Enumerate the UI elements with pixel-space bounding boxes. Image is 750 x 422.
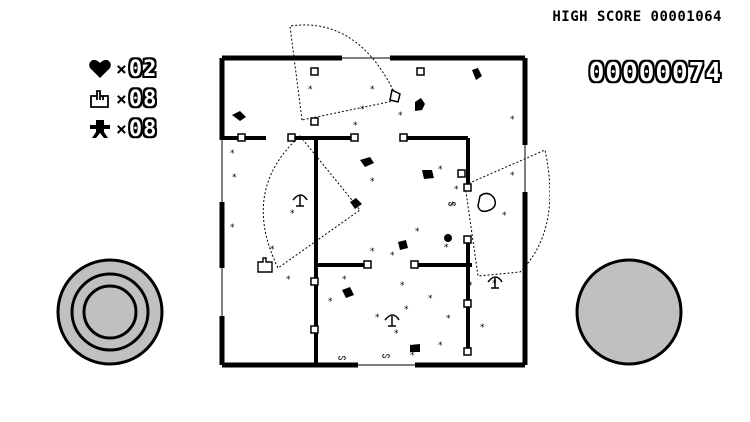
ammo-counter: × 08: [88, 86, 157, 112]
hand-icon: [90, 90, 109, 108]
svg-text:ᔕ: ᔕ: [338, 353, 346, 363]
wall-posts: [237, 67, 472, 356]
joystick[interactable]: [56, 258, 164, 366]
fire-button-icon[interactable]: [575, 258, 683, 366]
vision-cone: [289, 24, 399, 121]
svg-text:*: *: [230, 223, 235, 233]
outer-doorways: [221, 57, 526, 366]
svg-text:*: *: [232, 173, 237, 183]
svg-text:*: *: [502, 211, 507, 221]
multiply-sign: ×: [116, 58, 127, 80]
svg-text:*: *: [444, 243, 449, 253]
enemies-value: 08: [128, 116, 158, 142]
barrel-icon: [444, 234, 452, 242]
svg-text:*: *: [450, 201, 455, 211]
guard-icon: [472, 68, 482, 80]
player-icon: [477, 192, 497, 213]
svg-text:*: *: [404, 305, 409, 315]
high-score-label: HIGH SCORE 00001064: [552, 9, 722, 25]
lives-value: 02: [128, 56, 158, 82]
svg-text:*: *: [394, 329, 399, 339]
svg-text:*: *: [446, 314, 451, 324]
vision-cone: [464, 149, 550, 277]
svg-text:*: *: [468, 281, 473, 291]
ammo-value: 08: [128, 86, 158, 112]
svg-text:*: *: [342, 275, 347, 285]
floor-markings: *** *** *** *** *** *** *** *** *** *** …: [230, 85, 515, 363]
svg-text:*: *: [428, 294, 433, 304]
svg-text:*: *: [286, 275, 291, 285]
guard-icon: [342, 287, 354, 298]
svg-text:*: *: [438, 165, 443, 175]
player: [389, 88, 497, 213]
radar-dishes: [292, 194, 503, 327]
heart-icon: [89, 59, 111, 78]
svg-text:*: *: [400, 281, 405, 291]
guard-icon: [398, 240, 408, 250]
joystick-knob[interactable]: [82, 284, 138, 340]
svg-text:*: *: [308, 85, 313, 95]
guard-icon: [415, 98, 425, 111]
svg-text:*: *: [370, 85, 375, 95]
svg-text:*: *: [230, 149, 235, 159]
ammo-pickup: [257, 257, 273, 273]
hand-icon: [257, 257, 273, 273]
svg-text:*: *: [390, 251, 395, 261]
guard-icon: [360, 157, 374, 167]
multiply-sign: ×: [116, 88, 127, 110]
guards: [232, 68, 482, 352]
score-counter: 00000074: [588, 58, 722, 88]
guard-icon: [350, 198, 362, 209]
svg-text:*: *: [454, 185, 459, 195]
vision-cones: [262, 24, 550, 277]
svg-text:ᔕ: ᔕ: [448, 199, 456, 209]
svg-text:*: *: [375, 313, 380, 323]
svg-text:*: *: [480, 323, 485, 333]
radar-dish-icon: [384, 314, 400, 327]
svg-text:*: *: [270, 245, 275, 255]
enemy-icon: [90, 120, 110, 138]
svg-text:ᔕ: ᔕ: [382, 351, 390, 361]
player-icon: [389, 88, 401, 103]
svg-text:*: *: [398, 111, 403, 121]
svg-text:*: *: [353, 121, 358, 131]
enemies-counter: × 08: [88, 116, 157, 142]
svg-text:*: *: [510, 115, 515, 125]
svg-text:*: *: [290, 209, 295, 219]
svg-text:*: *: [370, 177, 375, 187]
outer-walls: [219, 55, 528, 368]
svg-text:*: *: [410, 351, 415, 361]
game-map: *** *** *** *** *** *** *** *** *** *** …: [219, 24, 550, 368]
guard-icon: [410, 344, 420, 352]
fire-button[interactable]: [575, 258, 683, 366]
vision-cone: [262, 135, 361, 269]
svg-text:*: *: [510, 171, 515, 181]
guard-icon: [422, 170, 434, 179]
lives-counter: × 02: [88, 56, 157, 82]
guard-icon: [232, 111, 246, 121]
radar-dish-icon: [292, 194, 308, 207]
svg-text:*: *: [438, 341, 443, 351]
svg-text:*: *: [370, 247, 375, 257]
svg-text:*: *: [328, 297, 333, 307]
svg-text:*: *: [360, 105, 365, 115]
multiply-sign: ×: [116, 118, 127, 140]
svg-text:*: *: [415, 227, 420, 237]
inner-walls: [222, 136, 472, 365]
radar-dish-icon: [487, 276, 503, 289]
